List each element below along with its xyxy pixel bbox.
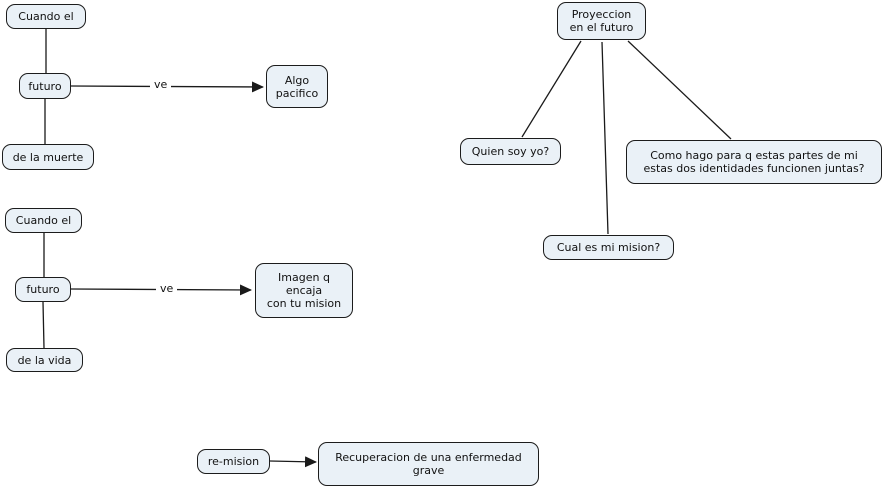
connector-proyeccion-cual-mision[interactable] <box>601 41 609 235</box>
node-futuro-2[interactable]: futuro <box>15 277 71 302</box>
node-algo-pacifico[interactable]: Algo pacifico <box>266 65 328 108</box>
node-proyeccion-futuro[interactable]: Proyeccion en el futuro <box>557 2 646 40</box>
link-label-ve-2[interactable]: ve <box>156 282 178 295</box>
connector-futuro2-vida[interactable] <box>42 301 45 349</box>
node-como-hago-partes[interactable]: Como hago para q estas partes de mi esta… <box>626 140 882 184</box>
node-quien-soy-yo[interactable]: Quien soy yo? <box>460 138 561 165</box>
node-cuando-el-1[interactable]: Cuando el <box>6 4 86 29</box>
node-futuro-1[interactable]: futuro <box>19 73 71 99</box>
node-de-la-vida[interactable]: de la vida <box>6 348 83 372</box>
node-imagen-q-encaja[interactable]: Imagen q encaja con tu mision <box>255 263 353 318</box>
node-de-la-muerte[interactable]: de la muerte <box>2 144 94 170</box>
node-cuando-el-2[interactable]: Cuando el <box>5 208 82 233</box>
arrow-remision-recuperacion[interactable] <box>269 456 317 468</box>
node-recuperacion-grave[interactable]: Recuperacion de una enfermedad grave <box>318 442 539 486</box>
connector-proyeccion-como-hago[interactable] <box>627 40 732 140</box>
connector-proyeccion-quien-soy[interactable] <box>521 40 582 138</box>
node-re-mision[interactable]: re-mision <box>197 449 270 474</box>
node-cual-es-mi-mision[interactable]: Cual es mi mision? <box>543 235 674 260</box>
link-label-ve-1[interactable]: ve <box>150 78 172 91</box>
